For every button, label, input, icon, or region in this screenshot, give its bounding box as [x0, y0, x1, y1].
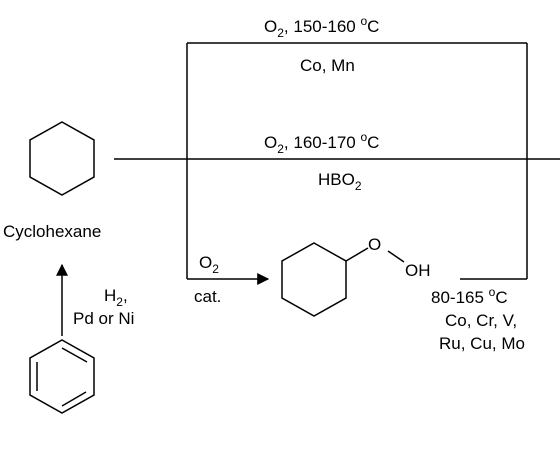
decomposition-temperature: 80-165 oC — [431, 285, 508, 307]
lower-route-reagent: O2 — [199, 253, 219, 276]
benzene-structure — [29, 339, 95, 414]
hydroperoxide-hydroxyl: OH — [405, 261, 431, 280]
cyclohexane-structure — [29, 121, 95, 196]
lower-route-catalyst: cat. — [194, 287, 221, 306]
middle-route-additive: HBO2 — [318, 170, 362, 193]
hydrogenation-catalyst: Pd or Ni — [73, 309, 134, 328]
decomposition-catalyst-line2: Ru, Cu, Mo — [439, 334, 525, 353]
reaction-path-lines — [114, 42, 560, 280]
cyclohexane-label: Cyclohexane — [3, 222, 101, 241]
top-route-catalyst: Co, Mn — [300, 56, 355, 75]
hydroperoxide-oxygen: O — [368, 235, 381, 254]
cyclohexyl-hydroperoxide-structure — [281, 242, 405, 317]
hydrogenation-reagent: H2, — [104, 286, 128, 309]
top-route-conditions: O2, 150-160 oC — [264, 14, 379, 40]
decomposition-catalyst-line1: Co, Cr, V, — [445, 311, 517, 330]
middle-route-conditions: O2, 160-170 oC — [264, 130, 379, 156]
